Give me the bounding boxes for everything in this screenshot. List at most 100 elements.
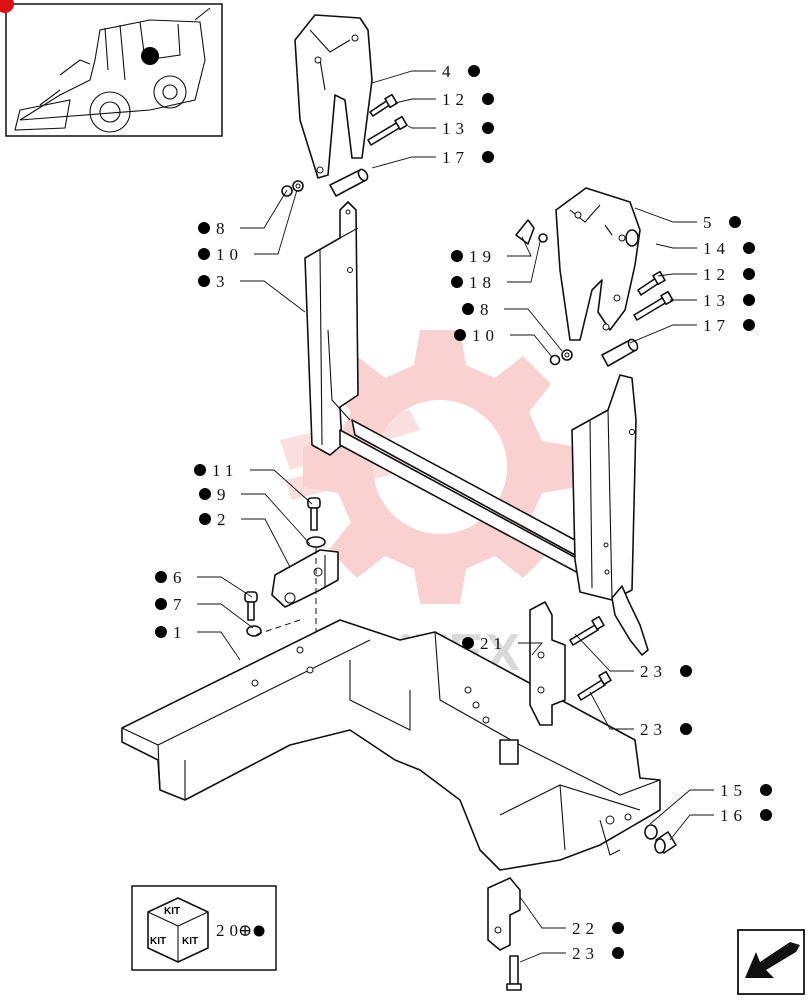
callout-12-top: 12	[442, 90, 469, 109]
callout-19: 19	[469, 247, 496, 266]
callout-dot-22	[612, 922, 624, 934]
callout-dot-12-top	[482, 93, 494, 105]
washers-right	[549, 349, 573, 366]
leader-line-19	[507, 236, 532, 257]
callout-23-a: 23	[640, 662, 667, 681]
part-5-plate	[555, 187, 641, 341]
callout-dot-3	[198, 275, 210, 287]
leader-line-18	[507, 241, 541, 283]
bolt-23-c	[506, 955, 522, 991]
leader-line-15	[649, 789, 714, 825]
leader-line-16	[669, 814, 714, 841]
callout-dot-23-c	[612, 947, 624, 959]
callout-dot-12-right	[743, 268, 755, 280]
callout-dot-23-b	[680, 723, 692, 735]
part-2-bracket	[271, 549, 339, 608]
callout-dot-8-left	[198, 222, 210, 234]
leader-line-13-top	[407, 125, 436, 129]
leader-line-10-right	[510, 334, 553, 358]
callout-dot-4-top	[468, 65, 480, 77]
bolt-11	[307, 497, 321, 531]
callout-23-b: 23	[640, 720, 667, 739]
callout-17-top: 17	[442, 148, 469, 167]
callout-11: 11	[212, 461, 238, 480]
part-22-bracket	[487, 877, 521, 951]
callout-12-right: 12	[703, 265, 730, 284]
part-1-base	[121, 619, 661, 871]
callout-dot-11	[194, 464, 206, 476]
bolt-13-right	[633, 290, 674, 321]
callout-8-right: 8	[480, 300, 494, 319]
washer-7	[246, 625, 262, 637]
leader-line-8-left	[240, 189, 288, 229]
leader-line-3	[240, 280, 306, 313]
callout-1: 1	[173, 623, 187, 642]
bolt-23-a	[569, 615, 605, 646]
callout-4-top: 4	[442, 62, 456, 81]
callout-dot-17-top	[482, 151, 494, 163]
machine-thumbnail	[0, 0, 223, 137]
callout-dot-19	[451, 250, 463, 262]
callout-2: 2	[217, 510, 231, 529]
leader-line-17-right	[629, 324, 697, 344]
kit-suffix: ⊕	[238, 921, 257, 940]
washer-9	[306, 536, 326, 548]
callout-dot-14	[743, 242, 755, 254]
kit-ref: 20	[216, 921, 243, 940]
callout-5: 5	[703, 213, 717, 232]
leader-line-6	[197, 576, 253, 598]
clip	[499, 739, 519, 765]
kit-dot	[253, 925, 265, 937]
callout-dot-8-right	[462, 303, 474, 315]
part-3-frame	[304, 201, 649, 656]
callout-21: 21	[480, 634, 507, 653]
leader-line-11	[250, 469, 313, 505]
leader-line-7	[197, 603, 254, 629]
callout-dot-9	[199, 488, 211, 500]
callout-dot-1	[155, 626, 167, 638]
leader-line-23-b	[589, 691, 634, 730]
callout-dot-23-a	[680, 665, 692, 677]
part-4-plate	[294, 14, 373, 179]
callout-dot-16	[760, 809, 772, 821]
callout-dot-6	[155, 571, 167, 583]
leader-line-14	[655, 243, 697, 249]
callout-dot-2	[199, 513, 211, 525]
bolt-12-top	[369, 93, 398, 117]
callout-dot-17-right	[743, 319, 755, 331]
callout-13-right: 13	[703, 291, 730, 310]
leader-line-9	[241, 493, 311, 545]
o-ring-14	[625, 229, 639, 247]
leader-line-12-right	[657, 273, 697, 277]
part-21-plate	[529, 601, 566, 726]
callout-dot-7	[155, 598, 167, 610]
callout-16: 16	[720, 806, 747, 825]
callout-15: 15	[720, 781, 747, 800]
next-page-arrow-icon[interactable]	[737, 929, 805, 995]
location-marker-icon	[141, 47, 159, 65]
callout-dot-10-left	[198, 248, 210, 260]
leader-line-12-top	[394, 98, 436, 104]
leader-line-4-top	[371, 70, 436, 84]
callout-14: 14	[703, 239, 730, 258]
bolt-13-top	[367, 115, 408, 146]
callout-dot-10-right	[454, 329, 466, 341]
callout-6: 6	[173, 568, 187, 587]
callout-dot-5	[729, 216, 741, 228]
leader-line-23-a	[574, 633, 634, 672]
callout-17-right: 17	[703, 316, 730, 335]
leader-line-2	[241, 518, 291, 568]
callout-labels: 4121317810351412131719188101192671212323…	[155, 62, 772, 963]
bushing-17-right	[601, 338, 639, 367]
callout-dot-21	[462, 637, 474, 649]
bushing-17-top	[329, 168, 369, 197]
kit-right-label: KIT	[182, 936, 198, 947]
leader-line-5	[634, 207, 697, 223]
callout-dot-18	[451, 276, 463, 288]
bushing-16	[654, 831, 677, 854]
callout-dot-15	[760, 784, 772, 796]
washer-15	[644, 824, 658, 840]
callout-9: 9	[217, 485, 231, 504]
leader-line-22	[519, 896, 566, 929]
